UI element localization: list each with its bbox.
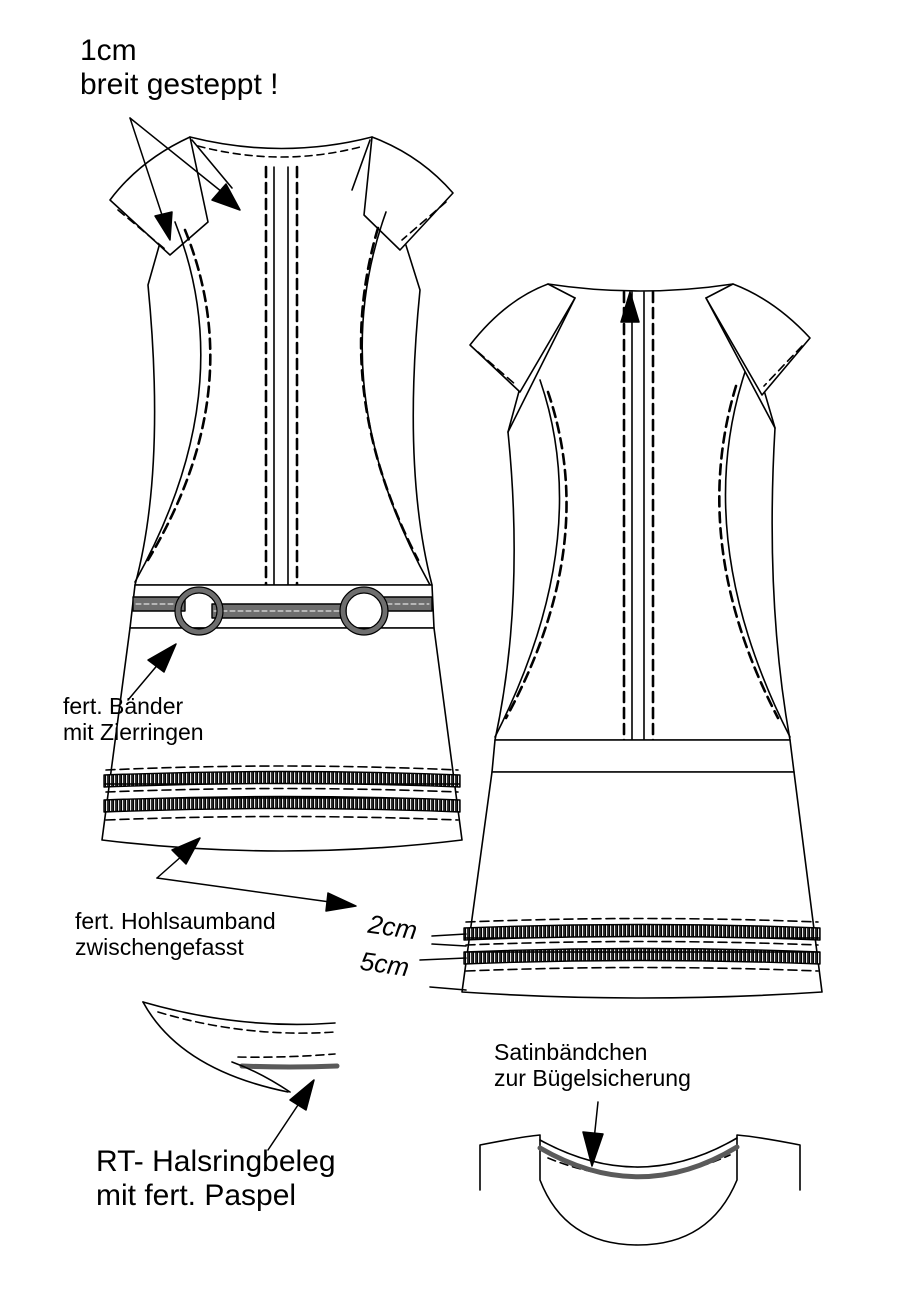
back-hem-stitch-bottom xyxy=(465,966,819,972)
arrow-bands-head xyxy=(147,643,177,673)
front-decor-ring-right-inner xyxy=(345,592,383,630)
front-decor-ring-left-inner xyxy=(180,592,218,630)
front-princess-seam-left xyxy=(134,221,202,583)
neck-facing-piping xyxy=(239,1063,340,1070)
front-hohlsaum-band-lower xyxy=(103,795,461,813)
label-neck-facing: RT- Halsringbeleg mit fert. Paspel xyxy=(96,1145,336,1212)
arrow-stitched-head-b xyxy=(211,183,241,211)
label-facing-line2: mit fert. Paspel xyxy=(96,1178,297,1212)
label-bands-line2: mit Zierringen xyxy=(63,718,204,745)
front-hem-stitch-bottom xyxy=(105,815,459,821)
front-sleeve-right-stitch xyxy=(401,201,447,241)
front-raglan-seam-left xyxy=(191,139,233,189)
arrow-stitched-head-a xyxy=(154,211,173,241)
label-hohlsaum: fert. Hohlsaumband zwischengefasst xyxy=(75,908,276,961)
neck-facing-detail xyxy=(142,1001,340,1093)
neck-facing-top-edge xyxy=(142,1001,336,1026)
arrow-hohlsaum-shaft-b xyxy=(156,877,331,903)
arrow-bands-shaft xyxy=(127,661,161,701)
arrow-stitched-shaft-a xyxy=(129,117,164,219)
neck-facing-outer-curve xyxy=(142,1001,289,1093)
front-sleeve-left xyxy=(109,136,209,256)
front-sleeve-left-stitch xyxy=(117,209,167,251)
back-sleeve-left-stitch xyxy=(477,351,517,386)
front-decor-ring-right xyxy=(340,587,388,635)
front-hohlsaum-band-upper xyxy=(103,770,461,788)
arrow-facing-head xyxy=(289,1079,315,1111)
back-bodice-outline xyxy=(494,283,791,741)
back-skirt xyxy=(461,771,823,999)
measure-2cm-line-b xyxy=(431,943,467,947)
front-dress xyxy=(101,136,463,852)
arrow-zipper-head xyxy=(620,291,640,323)
measure-2cm-line-a xyxy=(431,933,467,937)
front-decor-ring-left xyxy=(175,587,223,635)
measure-5cm-line-a xyxy=(419,957,467,961)
front-belt-left xyxy=(132,596,186,612)
front-decor-ring-right-outline xyxy=(339,586,389,636)
front-princess-stitch-left xyxy=(146,228,212,562)
back-princess-stitch-right xyxy=(718,384,780,720)
back-princess-stitch-left xyxy=(504,390,568,720)
label-satin: Satinbändchen zur Bügelsicherung xyxy=(494,1039,691,1092)
label-bands: fert. Bänder mit Zierringen xyxy=(63,693,204,746)
front-hem-stitch-top xyxy=(105,765,459,771)
label-stitched-1cm: 1cm breit gesteppt ! xyxy=(80,34,278,101)
arrow-hohlsaum-shaft-a xyxy=(156,854,184,879)
label-satin-line2: zur Bügelsicherung xyxy=(494,1064,691,1091)
back-dress xyxy=(419,283,823,999)
back-sleeve-right-stitch xyxy=(763,345,803,387)
back-raglan-seam-left xyxy=(507,297,576,433)
front-bodice-outline xyxy=(134,136,433,586)
back-hem-stitch-top xyxy=(465,917,819,923)
front-skirt xyxy=(101,627,463,852)
back-princess-seam-left xyxy=(494,379,561,738)
back-princess-seam-right xyxy=(724,371,791,738)
measure-5cm-line-b xyxy=(429,986,467,991)
label-facing-line1: RT- Halsringbeleg xyxy=(96,1145,336,1178)
front-neckline-stitch xyxy=(197,145,365,158)
arrow-satin-head xyxy=(582,1131,604,1167)
neck-facing-inner-curve xyxy=(231,1061,291,1093)
back-sleeve-right xyxy=(705,283,811,396)
label-stitched-line1: 1cm xyxy=(80,34,137,67)
back-hohlsaum-band-upper xyxy=(463,923,821,941)
label-stitched-line2: breit gesteppt ! xyxy=(80,67,279,101)
arrow-facing-shaft xyxy=(267,1104,299,1151)
front-raglan-seam-right xyxy=(351,139,371,191)
satin-ribbon xyxy=(537,1144,740,1180)
front-hem-stitch-mid xyxy=(105,787,459,793)
front-decor-ring-left-outline xyxy=(174,586,224,636)
label-bands-line1: fert. Bänder xyxy=(63,693,184,719)
arrow-hohlsaum-head-b xyxy=(325,892,357,912)
label-satin-line1: Satinbändchen xyxy=(494,1039,648,1065)
back-waistband xyxy=(491,739,795,773)
back-neck-detail xyxy=(479,1134,801,1246)
arrow-hohlsaum-head-a xyxy=(171,837,201,865)
front-princess-stitch-right xyxy=(359,226,420,562)
back-neck-outline xyxy=(479,1134,801,1246)
neck-facing-stitch xyxy=(157,1011,336,1034)
back-hohlsaum-band-lower xyxy=(463,947,821,965)
neck-facing-inner-stitch xyxy=(237,1053,336,1058)
back-hem-stitch-mid xyxy=(465,940,819,946)
arrow-stitched-shaft-b xyxy=(129,117,223,193)
back-neck-edge xyxy=(539,1137,738,1168)
back-raglan-seam-right xyxy=(705,297,776,429)
annotation-arrows xyxy=(127,117,640,1167)
label-hohlsaum-line2: zwischengefasst xyxy=(75,933,244,960)
label-hohlsaum-line1: fert. Hohlsaumband xyxy=(75,908,276,934)
back-sleeve-left xyxy=(469,283,576,393)
